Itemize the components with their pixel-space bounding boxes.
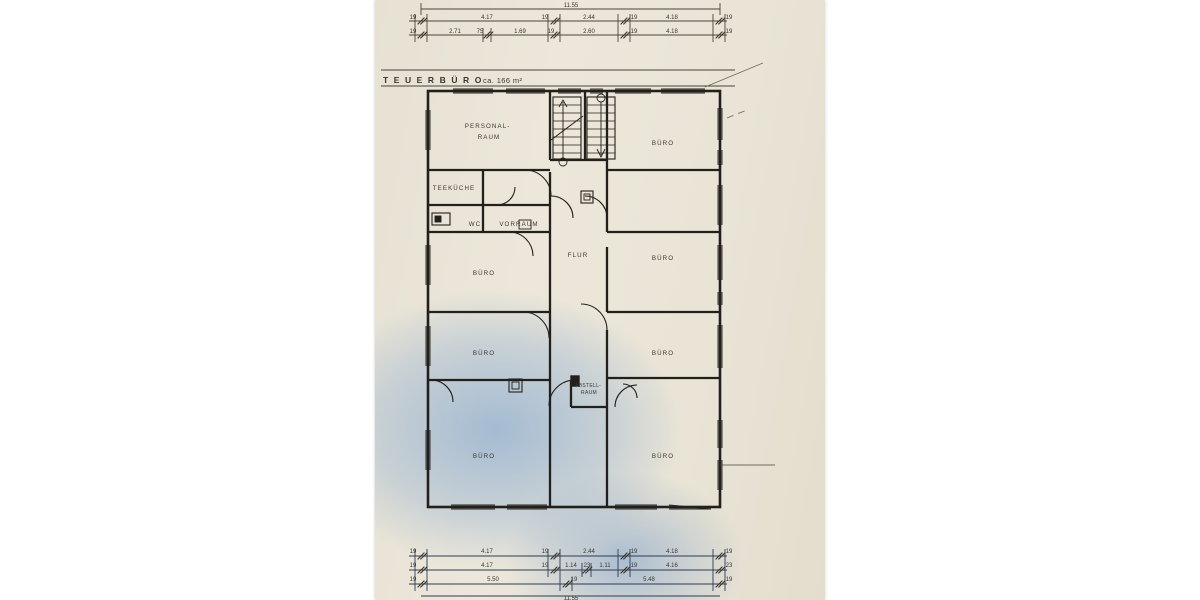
room-label-buero-l1: BÜRO — [473, 270, 495, 277]
top-dimension-block — [409, 3, 727, 42]
svg-text:4.18: 4.18 — [666, 15, 678, 21]
bottom-dimension-block — [409, 549, 727, 597]
svg-text:23: 23 — [584, 563, 591, 569]
svg-text:2.44: 2.44 — [583, 549, 595, 555]
svg-text:4.18: 4.18 — [666, 549, 678, 555]
svg-text:19: 19 — [542, 563, 549, 569]
page-title: T E U E R B Ü R O — [383, 75, 483, 85]
room-label-flur: FLUR — [568, 252, 589, 259]
svg-text:1.69: 1.69 — [514, 29, 526, 35]
room-labels: PERSONAL- RAUM TEEKÜCHE WC VORRAUM FLUR … — [433, 123, 674, 460]
room-label-buero-l3: BÜRO — [473, 453, 495, 460]
room-label-vorraum: VORRAUM — [499, 221, 538, 228]
svg-text:19: 19 — [542, 15, 549, 21]
svg-text:1.11: 1.11 — [599, 563, 611, 569]
svg-text:19: 19 — [726, 15, 733, 21]
sheet-edge-guides — [704, 62, 764, 119]
svg-text:11.55: 11.55 — [564, 596, 579, 600]
svg-text:19: 19 — [542, 549, 549, 555]
top-dimension-labels: 11.55 19 4.17 19 2.44 19 4.18 19 19 2.71… — [410, 3, 733, 35]
svg-text:4.17: 4.17 — [481, 563, 493, 569]
svg-text:4.17: 4.17 — [481, 15, 493, 21]
svg-text:4.17: 4.17 — [481, 549, 493, 555]
window-openings — [425, 88, 723, 510]
svg-text:19: 19 — [548, 29, 555, 35]
room-label-wc: WC — [469, 221, 482, 228]
room-label-personalraum: PERSONAL- RAUM — [465, 123, 514, 141]
svg-text:19: 19 — [410, 549, 417, 555]
room-label-teekueche: TEEKÜCHE — [433, 185, 476, 192]
svg-text:19: 19 — [410, 563, 417, 569]
room-label-buero-r1: BÜRO — [652, 140, 674, 147]
svg-text:19: 19 — [571, 577, 578, 583]
room-label-buero-r4: BÜRO — [652, 453, 674, 460]
area-note: ca. 166 m² — [483, 76, 523, 85]
svg-text:19: 19 — [410, 29, 417, 35]
svg-text:4.16: 4.16 — [666, 563, 678, 569]
svg-text:19: 19 — [631, 29, 638, 35]
room-label-buero-r2: BÜRO — [652, 255, 674, 262]
svg-text:4.18: 4.18 — [666, 29, 678, 35]
svg-text:19: 19 — [726, 549, 733, 555]
staircase — [550, 93, 616, 167]
fixtures — [431, 190, 594, 393]
svg-text:5.50: 5.50 — [487, 577, 499, 583]
plan-title-block: T E U E R B Ü R O ca. 166 m² — [381, 69, 735, 87]
room-label-abstellraum: ABSTELL- RAUM — [575, 383, 603, 396]
svg-text:19: 19 — [631, 15, 638, 21]
svg-text:75: 75 — [477, 29, 484, 35]
svg-text:19: 19 — [410, 577, 417, 583]
svg-text:2.71: 2.71 — [449, 29, 461, 35]
room-label-buero-r3: BÜRO — [652, 350, 674, 357]
scanned-floorplan-paper: 11.55 19 4.17 19 2.44 19 4.18 19 19 2.71… — [375, 0, 825, 600]
building-outline — [426, 89, 722, 509]
floorplan-drawing: 11.55 19 4.17 19 2.44 19 4.18 19 19 2.71… — [381, 3, 775, 600]
svg-text:2.44: 2.44 — [583, 15, 595, 21]
svg-text:19: 19 — [726, 29, 733, 35]
svg-text:19: 19 — [631, 549, 638, 555]
svg-text:19: 19 — [410, 15, 417, 21]
svg-text:23: 23 — [726, 563, 733, 569]
svg-text:19: 19 — [726, 577, 733, 583]
svg-text:19: 19 — [631, 563, 638, 569]
svg-text:5.48: 5.48 — [643, 577, 655, 583]
door-swings — [430, 169, 638, 408]
svg-text:1.14: 1.14 — [565, 563, 577, 569]
svg-text:11.55: 11.55 — [564, 3, 579, 9]
bottom-dimension-labels: 19 4.17 19 2.44 19 4.18 19 19 4.17 19 1.… — [410, 549, 733, 600]
room-label-buero-l2: BÜRO — [473, 350, 495, 357]
svg-text:2.60: 2.60 — [583, 29, 595, 35]
